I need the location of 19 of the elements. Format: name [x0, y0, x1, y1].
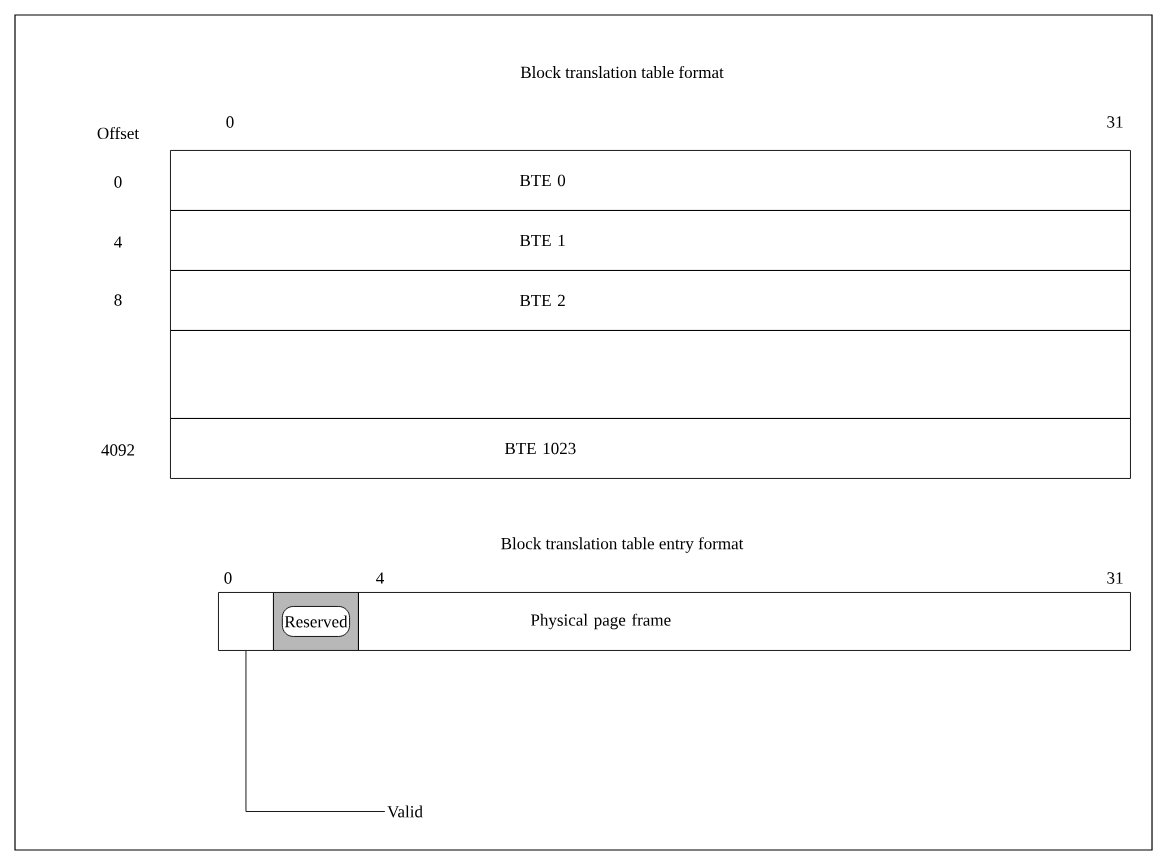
table-row: BTE 1023 [170, 418, 1131, 479]
reserved-label: Reserved [281, 606, 351, 637]
section-heading: Block translation table entry format [501, 537, 744, 553]
bit-number: 0 [226, 116, 234, 128]
offset-value: 4 [114, 236, 122, 248]
table-row: BTE 1 [170, 210, 1131, 271]
bit-number: 4 [376, 572, 384, 584]
leader-line [245, 650, 386, 812]
bit-field: Physical page frame [358, 592, 1131, 651]
offset-value: 4092 [101, 444, 135, 456]
bit-number: 31 [1107, 116, 1123, 128]
table-row: BTE 2 [170, 270, 1131, 331]
field-label: Valid [387, 805, 423, 818]
offset-heading: Offset [97, 126, 139, 140]
diagram-title: Block translation table format [520, 65, 724, 79]
table-row [170, 330, 1131, 419]
table-row: BTE 0 [170, 150, 1131, 211]
offset-value: 8 [114, 294, 122, 306]
offset-value: 0 [114, 176, 122, 188]
